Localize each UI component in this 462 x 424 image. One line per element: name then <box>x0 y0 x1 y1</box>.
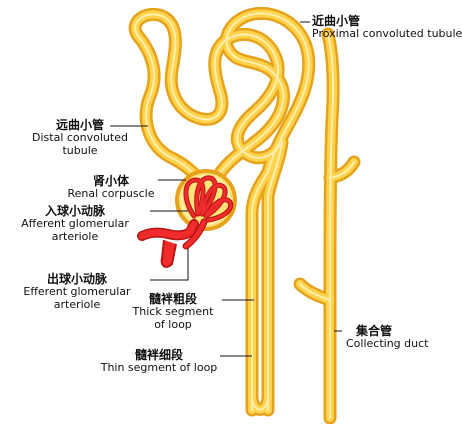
label-thin-segment: 髓袢细段 Thin segment of loop <box>100 348 218 375</box>
leader-lines <box>110 21 342 357</box>
label-collecting-duct: 集合管 Collecting duct <box>346 324 428 351</box>
label-thick-segment: 髓袢粗段 Thick segment of loop <box>128 292 218 332</box>
label-distal-zh: 远曲小管 <box>55 118 104 132</box>
label-afferent-zh: 入球小动脉 <box>44 204 105 218</box>
label-efferent-en-2: arteriole <box>53 298 101 312</box>
label-distal: 远曲小管 Distal convoluted tubule <box>28 118 132 158</box>
label-proximal-en: Proximal convoluted tubule <box>312 27 462 41</box>
glomerulus <box>183 175 234 223</box>
label-thick-segment-zh: 髓袢粗段 <box>148 292 197 306</box>
label-thin-segment-en: Thin segment of loop <box>100 361 218 375</box>
afferent-arteriole <box>137 219 199 268</box>
label-afferent-en-1: Afferent glomerular <box>21 217 129 231</box>
label-efferent-en-1: Efferent glomerular <box>23 285 131 299</box>
label-renal-corpuscle-en: Renal corpuscle <box>67 187 155 201</box>
leader-efferent <box>150 248 189 281</box>
label-efferent: 出球小动脉 Efferent glomerular arteriole <box>6 272 148 312</box>
efferent-arteriole <box>182 218 208 250</box>
label-collecting-duct-zh: 集合管 <box>356 324 393 338</box>
label-distal-en-2: tubule <box>62 144 98 158</box>
label-afferent: 入球小动脉 Afferent glomerular arteriole <box>6 204 144 244</box>
label-proximal-zh: 近曲小管 <box>312 14 361 28</box>
label-afferent-en-2: arteriole <box>51 230 99 244</box>
label-distal-en-1: Distal convoluted <box>32 131 128 145</box>
label-thick-segment-en-2: of loop <box>154 318 192 332</box>
label-renal-corpuscle-zh: 肾小体 <box>92 174 129 188</box>
label-proximal: 近曲小管 Proximal convoluted tubule <box>312 14 462 41</box>
label-efferent-zh: 出球小动脉 <box>46 272 107 286</box>
label-renal-corpuscle: 肾小体 Renal corpuscle <box>66 174 156 201</box>
label-collecting-duct-en: Collecting duct <box>346 337 429 351</box>
label-thick-segment-en-1: Thick segment <box>132 305 214 319</box>
label-thin-segment-zh: 髓袢细段 <box>134 348 183 362</box>
